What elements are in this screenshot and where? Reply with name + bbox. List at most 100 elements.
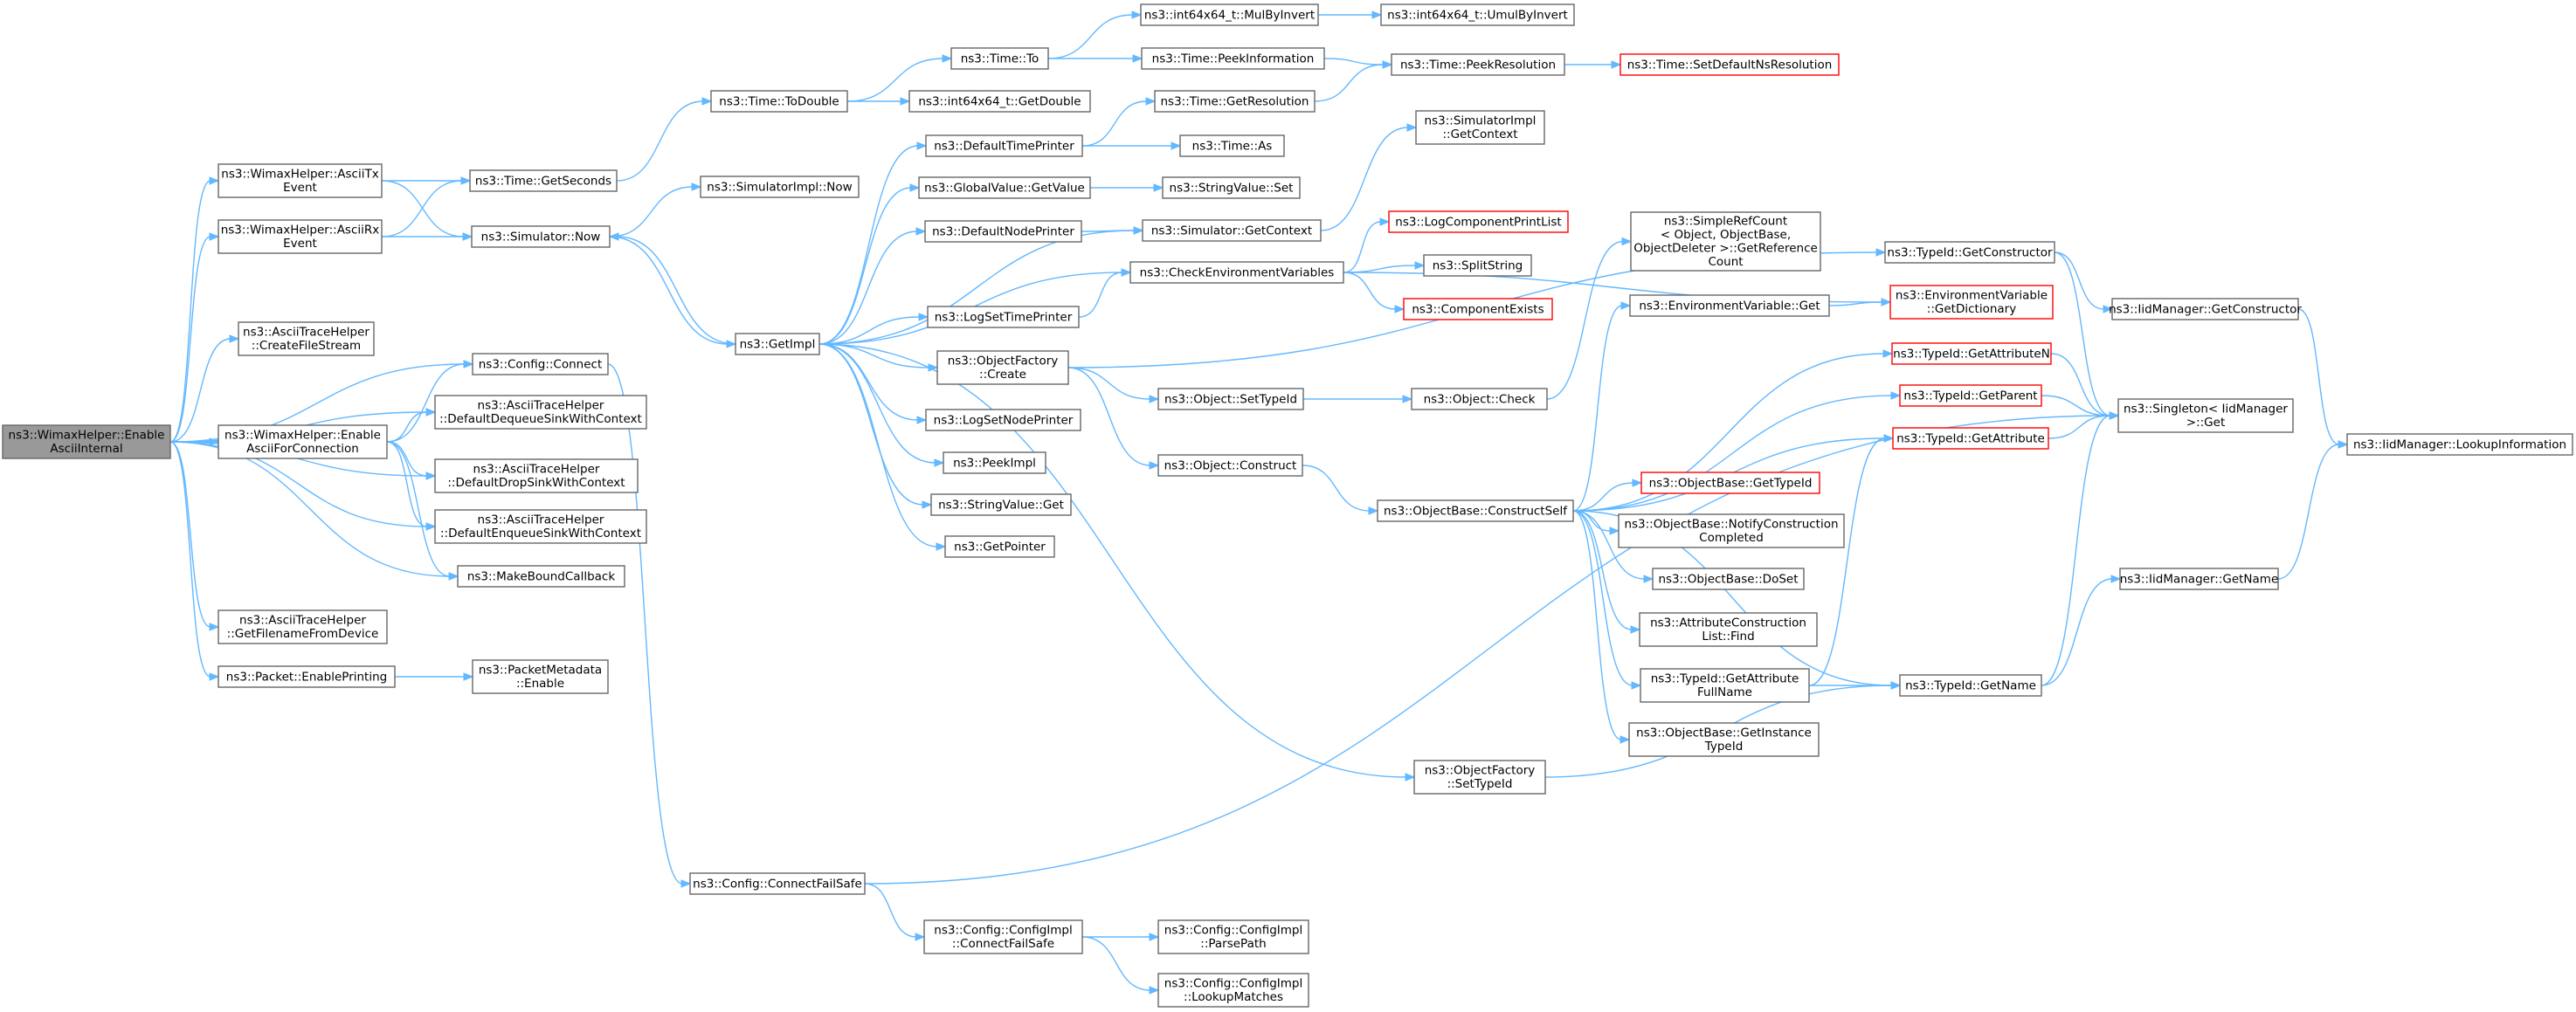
call-edge — [381, 232, 473, 241]
function-node[interactable]: ns3::Object::SetTypeId — [1157, 388, 1304, 410]
function-node[interactable]: ns3::Time::As — [1179, 134, 1285, 157]
function-node[interactable]: ns3::int64x64_t::MulByInvert — [1140, 3, 1319, 26]
function-node[interactable]: ns3::IidManager::GetConstructor — [2109, 298, 2302, 320]
arrowhead — [1368, 506, 1379, 515]
function-node[interactable]: ns3::IidManager::GetName — [2119, 568, 2279, 590]
function-node[interactable]: ns3::Time::PeekResolution — [1391, 53, 1565, 76]
function-node[interactable]: ns3::AsciiTraceHelper::DefaultDropSinkWi… — [434, 458, 639, 493]
function-node[interactable]: ns3::Time::PeekInformation — [1141, 47, 1325, 70]
function-node[interactable]: ns3::SplitString — [1423, 254, 1532, 277]
function-node[interactable]: ns3::ObjectBase::ConstructSelf — [1377, 499, 1574, 522]
function-node[interactable]: ns3::AsciiTraceHelper::DefaultEnqueueSin… — [434, 509, 647, 544]
arrowhead — [1121, 268, 1132, 277]
function-node[interactable]: ns3::AsciiTraceHelper::CreateFileStream — [238, 321, 375, 356]
call-edge — [1343, 261, 1426, 273]
function-node[interactable]: ns3::ComponentExists — [1403, 298, 1553, 320]
function-node[interactable]: ns3::Packet::EnablePrinting — [218, 665, 396, 688]
call-edge — [169, 334, 240, 443]
function-node[interactable]: ns3::IidManager::LookupInformation — [2346, 433, 2573, 456]
function-node[interactable]: ns3::LogSetNodePrinter — [925, 409, 1081, 431]
node-box — [1639, 612, 1818, 647]
function-node[interactable]: ns3::Config::ConnectFailSafe — [689, 872, 866, 895]
node-box — [2, 424, 171, 459]
call-edge — [169, 232, 220, 443]
function-node[interactable]: ns3::TypeId::GetAttribute — [1892, 427, 2049, 450]
function-node[interactable]: ns3::TypeId::GetConstructor — [1884, 241, 2055, 264]
function-node[interactable]: ns3::int64x64_t::GetDouble — [908, 90, 1091, 113]
arrowhead — [1371, 10, 1383, 19]
function-node[interactable]: ns3::Config::ConfigImpl::ParsePath — [1157, 919, 1309, 954]
function-node[interactable]: ns3::Simulator::Now — [471, 225, 611, 248]
function-node[interactable]: ns3::AsciiTraceHelper::GetFilenameFromDe… — [218, 609, 388, 644]
function-node[interactable]: ns3::Object::Construct — [1157, 454, 1303, 477]
function-node[interactable]: ns3::StringValue::Set — [1162, 176, 1301, 199]
node-label: ::CreateFileStream — [252, 339, 361, 353]
call-edge — [169, 441, 220, 681]
function-node[interactable]: ns3::ObjectBase::NotifyConstructionCompl… — [1618, 513, 1845, 548]
function-node[interactable]: ns3::GlobalValue::GetValue — [918, 176, 1091, 199]
function-node[interactable]: ns3::TypeId::GetName — [1899, 674, 2042, 697]
function-node[interactable]: ns3::ObjectFactory::SetTypeId — [1413, 760, 1546, 795]
function-node[interactable]: ns3::SimulatorImpl::Now — [700, 176, 860, 198]
function-node[interactable]: ns3::WimaxHelper::EnableAsciiForConnecti… — [218, 424, 388, 459]
function-node[interactable]: ns3::DefaultTimePrinter — [925, 134, 1083, 157]
call-edge — [2041, 411, 2120, 686]
node-label: ns3::Time::GetSeconds — [475, 174, 611, 188]
function-node[interactable]: ns3::LogSetTimePrinter — [927, 306, 1080, 328]
call-edge — [818, 227, 927, 345]
node-box — [1892, 427, 2049, 450]
arrowhead — [1414, 261, 1426, 270]
node-box — [918, 176, 1091, 199]
call-edge — [1081, 97, 1157, 147]
call-edge — [616, 97, 713, 182]
function-node[interactable]: ns3::EnvironmentVariable::Get — [1629, 294, 1830, 317]
arrowhead — [1632, 478, 1643, 487]
node-label: Event — [283, 181, 317, 195]
function-node[interactable]: ns3::Simulator::GetContext — [1142, 219, 1322, 242]
function-node[interactable]: ns3::CheckEnvironmentVariables — [1129, 261, 1344, 284]
function-node[interactable]: ns3::ObjectBase::GetTypeId — [1640, 472, 1820, 494]
function-node[interactable]: ns3::Config::ConfigImpl::ConnectFailSafe — [923, 919, 1083, 954]
function-node[interactable]: ns3::GetPointer — [944, 535, 1055, 558]
function-node[interactable]: ns3::SimulatorImpl::GetContext — [1415, 110, 1545, 145]
function-node[interactable]: ns3::PeekImpl — [943, 451, 1046, 474]
function-node[interactable]: ns3::Time::ToDouble — [710, 90, 848, 113]
function-node[interactable]: ns3::int64x64_t::UmulByInvert — [1380, 3, 1575, 26]
function-node[interactable]: ns3::Time::SetDefaultNsResolution — [1619, 53, 1840, 76]
function-node[interactable]: ns3::Time::GetSeconds — [469, 169, 618, 192]
call-edge — [1081, 226, 1144, 235]
arrowhead — [1620, 301, 1632, 310]
function-node[interactable]: ns3::Config::Connect — [472, 353, 609, 375]
node-label: ns3::int64x64_t::UmulByInvert — [1387, 8, 1568, 22]
edge-line — [169, 180, 211, 443]
function-node[interactable]: ns3::ObjectBase::DoSet — [1652, 568, 1805, 590]
function-node[interactable]: ns3::ObjectFactory::Create — [936, 350, 1069, 385]
node-box — [927, 306, 1080, 328]
function-node[interactable]: ns3::AsciiTraceHelper::DefaultDequeueSin… — [434, 395, 647, 430]
function-node[interactable]: ns3::PacketMetadata::Enable — [472, 659, 609, 694]
function-node[interactable]: ns3::Time::To — [950, 47, 1049, 70]
arrowhead — [1149, 461, 1160, 470]
function-node[interactable]: ns3::Object::Check — [1411, 388, 1548, 410]
function-node[interactable]: ns3::Singleton< IidManager>::Get — [2117, 398, 2294, 433]
function-node[interactable]: ns3::Time::GetResolution — [1154, 90, 1316, 113]
function-node[interactable]: ns3::DefaultNodePrinter — [924, 220, 1082, 243]
node-label: ns3::int64x64_t::GetDouble — [918, 94, 1081, 108]
function-node[interactable]: ns3::SimpleRefCount< Object, ObjectBase,… — [1630, 211, 1821, 272]
function-node[interactable]: ns3::LogComponentPrintList — [1388, 210, 1569, 233]
function-node[interactable]: ns3::TypeId::GetAttributeN — [1891, 342, 2052, 365]
function-node[interactable]: ns3::TypeId::GetParent — [1899, 384, 2042, 407]
function-node[interactable]: ns3::GetImpl — [735, 333, 820, 355]
function-node[interactable]: ns3::StringValue::Get — [930, 493, 1072, 516]
function-node[interactable]: ns3::MakeBoundCallback — [457, 565, 625, 588]
function-node[interactable]: ns3::EnvironmentVariable::GetDictionary — [1889, 285, 2054, 320]
node-label: ns3::TypeId::GetConstructor — [1887, 245, 2053, 259]
node-box — [943, 451, 1046, 474]
function-node[interactable]: ns3::Config::ConfigImpl::LookupMatches — [1157, 973, 1309, 1008]
